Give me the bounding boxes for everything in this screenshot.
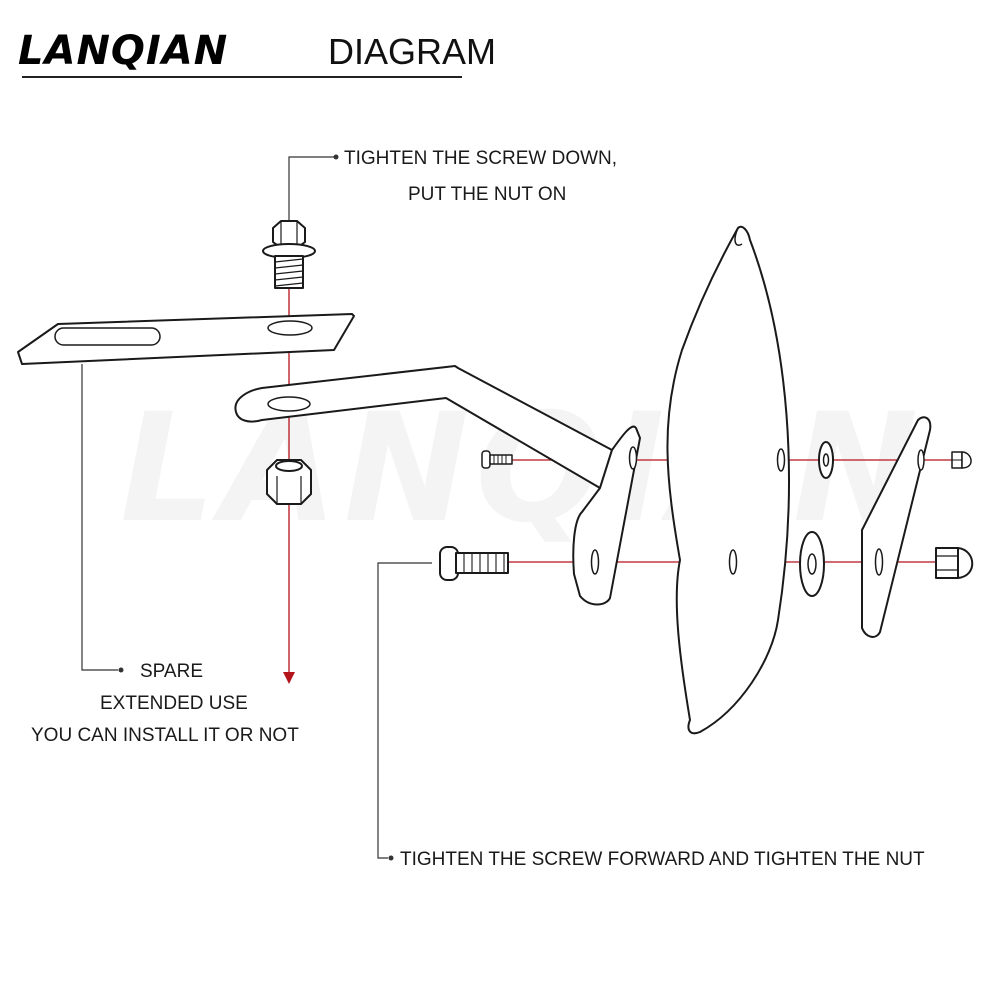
large-bolt-icon: [439, 546, 509, 581]
rear-plate-upper-hole: [917, 449, 925, 471]
flange-bolt-icon: [262, 220, 316, 289]
callout-spare-line3: YOU CAN INSTALL IT OR NOT: [31, 725, 299, 746]
washer-icon: [799, 531, 825, 597]
bracket-lower-hole: [590, 549, 600, 575]
washer-icon: [818, 441, 834, 479]
acorn-nut-small-icon: [951, 451, 972, 469]
rear-plate: [861, 416, 932, 638]
brand-logo: LANQIAN: [18, 28, 228, 74]
callout-top-line1: TIGHTEN THE SCREW DOWN,: [344, 148, 617, 169]
plate-slot: [54, 327, 161, 346]
spare-plate: [17, 313, 355, 365]
callout-spare-line2: EXTENDED USE: [100, 693, 248, 714]
bottom-leader-line: [377, 562, 432, 859]
bracket-lower-hole-upper: [628, 446, 638, 470]
header: LANQIAN DIAGRAM: [18, 28, 496, 78]
leader-lines: [81, 154, 432, 861]
axis-arrow-down-icon: [283, 672, 295, 684]
bracket-hole: [267, 396, 311, 412]
panel-lower-hole: [728, 549, 738, 575]
hex-nut-icon: [266, 459, 312, 505]
callout-top-line2: PUT THE NUT ON: [408, 184, 566, 205]
spare-leader-line: [81, 364, 118, 671]
panel-upper-hole: [776, 448, 786, 472]
license-plate-panel: [666, 225, 790, 735]
callout-spare-line1: SPARE: [140, 661, 203, 682]
rear-plate-lower-hole: [874, 548, 884, 576]
callout-bottom-line: TIGHTEN THE SCREW FORWARD AND TIGHTEN TH…: [400, 849, 925, 870]
top-leader-line: [288, 156, 334, 220]
acorn-nut-large-icon: [935, 547, 974, 579]
small-bolt-icon: [481, 450, 513, 469]
plate-hole: [267, 320, 313, 336]
diagram-title: DIAGRAM: [328, 31, 496, 72]
l-bracket: [234, 365, 641, 606]
